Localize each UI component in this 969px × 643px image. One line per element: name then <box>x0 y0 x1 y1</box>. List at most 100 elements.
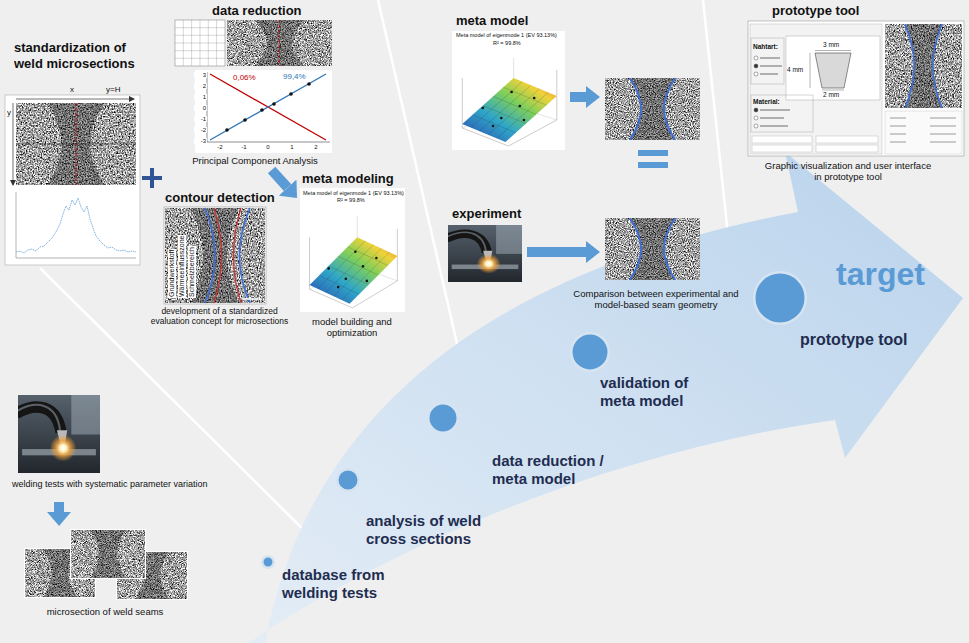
x-axis-arrow <box>16 99 134 100</box>
block-arrow <box>570 86 600 108</box>
data-point <box>289 92 293 96</box>
panel-heading: contour detection <box>165 190 285 206</box>
stage-node: analysis of weld cross sections <box>336 468 360 492</box>
stage-circle <box>428 403 458 433</box>
micrograph <box>71 530 145 578</box>
input-field <box>816 145 878 152</box>
chart-title: R² = 99.8% <box>492 40 522 46</box>
chart-title: Meta model of eigenmode 1 (EV 93.13%) <box>455 32 558 38</box>
axis-label: x <box>70 85 74 94</box>
tick-label: 2 <box>194 83 207 90</box>
tick-label: 3 <box>194 72 207 79</box>
image-frame <box>164 207 266 304</box>
ui-label: Nahtart: <box>753 43 778 50</box>
radio-button <box>754 116 758 120</box>
plus-sign <box>150 168 154 188</box>
option-placeholder <box>760 58 782 74</box>
chart-ground <box>300 188 405 312</box>
zone-label: Wärmeeinflusszone <box>178 235 186 298</box>
panel-caption: microsection of weld seams <box>20 606 190 617</box>
radio-button <box>754 64 758 68</box>
plot-axes <box>16 192 136 258</box>
intensity-profile <box>16 198 136 253</box>
figure-panel: standardization of weld microsections <box>4 38 148 266</box>
tick-label: -1 <box>194 116 207 123</box>
data-point <box>307 82 311 86</box>
experiment-photo <box>446 225 522 282</box>
chart-title: R² = 99.8% <box>336 197 366 203</box>
fusion-contour <box>234 208 242 303</box>
tick-label: -1 <box>237 144 251 151</box>
welding-photo <box>16 395 100 473</box>
panel-heading: meta modeling <box>302 171 407 187</box>
stage-label: database from welding tests <box>282 566 412 602</box>
panel-heading: meta model <box>456 13 566 29</box>
data-point <box>243 118 247 122</box>
micrograph <box>227 20 332 66</box>
process-arrow <box>248 152 963 643</box>
stage-marker <box>570 332 610 372</box>
flow-arrow <box>54 502 64 512</box>
panel-caption: development of a standardized evaluation… <box>146 306 293 326</box>
panel-caption: Principal Component Analysis <box>180 155 330 166</box>
dimension-label: 2 mm <box>823 91 839 98</box>
seam-sketch <box>786 36 880 100</box>
figure-panel: welding tests with systematic parameter … <box>8 392 263 502</box>
result-placeholder <box>890 118 956 142</box>
chart-title: Meta model of eigenmode 1 (EV 93.13%) <box>302 190 405 196</box>
input-field <box>816 136 878 143</box>
data-points <box>225 82 311 132</box>
stage-marker <box>336 468 360 492</box>
panel-caption: Graphic visualization and user interface… <box>760 160 936 183</box>
equals-sign <box>638 150 668 156</box>
chart-value: 99,4% <box>282 72 307 81</box>
figure-panel: microsection of weld seams <box>15 526 195 626</box>
chart-ground <box>195 70 332 153</box>
tick-label: -2 <box>194 127 207 134</box>
block-arrow <box>527 241 600 263</box>
panel-heading: data reduction <box>212 3 322 19</box>
stage-marker <box>261 555 275 569</box>
ui-label: Material: <box>753 98 780 105</box>
input-field <box>752 145 812 152</box>
tick-label: 2 <box>309 144 323 151</box>
figure-panel: contour detection development of a standa… <box>144 186 295 336</box>
component-line <box>210 74 326 140</box>
zone-label: Grundwerkstoff <box>168 249 176 298</box>
surface-plot <box>310 216 398 308</box>
dimension-lines <box>810 51 851 91</box>
result-panel <box>885 111 962 154</box>
data-point <box>272 102 276 106</box>
stage-marker <box>753 271 807 325</box>
experiment-seam <box>605 218 700 280</box>
haz-contour <box>205 208 215 303</box>
radio-button <box>754 108 758 112</box>
axis-label: y <box>6 108 12 117</box>
image-frame <box>5 95 140 265</box>
stage-circle <box>262 556 274 568</box>
chart-ground <box>452 31 565 150</box>
radio-button <box>754 124 758 128</box>
stage-label: prototype tool <box>800 330 950 349</box>
figure-panel: experimentComparison between experimenta… <box>445 205 745 323</box>
panel-heading: prototype tool <box>772 3 892 19</box>
scale-bar <box>243 298 261 300</box>
control-panel <box>750 24 882 154</box>
stage-circle <box>754 272 806 324</box>
panel-caption: model building and optimization <box>297 316 407 339</box>
zone-label: Schmelzbereich <box>188 246 196 298</box>
chart-axes <box>207 72 330 142</box>
panel-heading: experiment <box>452 206 552 222</box>
option-group <box>751 38 784 84</box>
tick-label: -3 <box>194 138 207 145</box>
model-seam <box>605 78 700 140</box>
dimension-label: 4 mm <box>787 66 803 73</box>
mid-line <box>16 144 136 145</box>
stage-label: validation of meta model <box>600 374 725 410</box>
tick-label: 0 <box>261 144 275 151</box>
component-line <box>210 74 326 140</box>
predicted-seam <box>885 24 962 108</box>
stage-node: validation of meta model <box>570 332 610 372</box>
